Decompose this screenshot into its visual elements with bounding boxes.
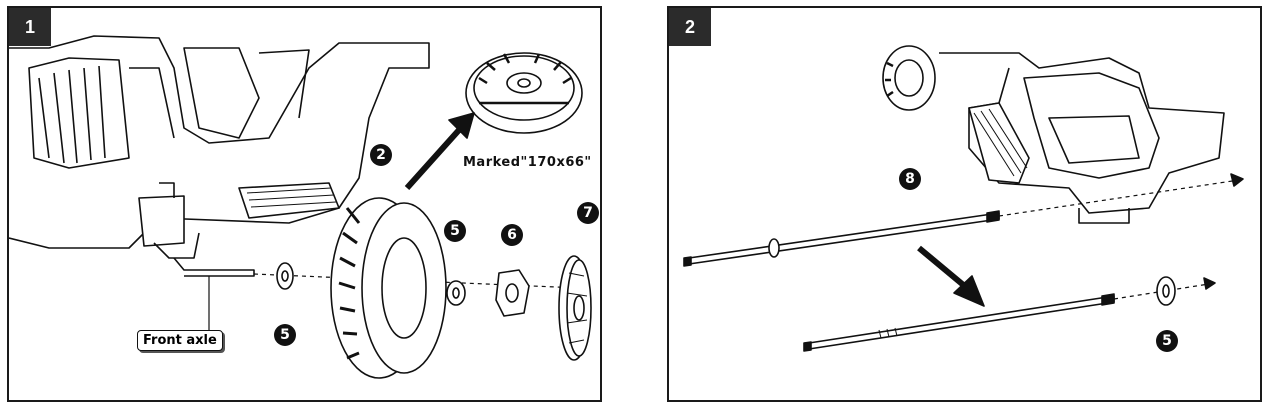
callout-7: 7 [577, 202, 599, 224]
front-axle [173, 257, 255, 277]
wheel-tire [330, 197, 447, 379]
step-number-badge: 1 [9, 8, 51, 46]
rear-axle-top [683, 210, 1000, 267]
step-number-badge: 2 [669, 8, 711, 46]
step-2-illustration [683, 45, 1244, 352]
washer-left [276, 262, 294, 290]
zoom-arrow [404, 127, 462, 191]
step-1-panel: 1 [7, 6, 602, 402]
hub-cap [558, 255, 592, 361]
step-1-illustration [9, 35, 592, 379]
callout-5-right: 5 [444, 220, 466, 242]
callout-8: 8 [899, 168, 921, 190]
front-axle-label: Front axle [137, 330, 223, 351]
washer [1156, 276, 1176, 306]
step-2-panel: 2 [667, 6, 1262, 402]
axle-bracket [138, 195, 185, 247]
tractor-body [9, 35, 430, 249]
callout-5-left: 5 [274, 324, 296, 346]
callout-5: 5 [1156, 330, 1178, 352]
washer-right [446, 280, 466, 306]
assembly-line-top [998, 179, 1240, 217]
callout-6: 6 [501, 224, 523, 246]
nut [495, 269, 530, 317]
callout-2: 2 [370, 144, 392, 166]
tire-size-note: Marked"170x66" [463, 155, 592, 170]
move-arrow [917, 245, 969, 291]
inset-wheel [465, 52, 583, 134]
tractor-rear [882, 45, 1225, 224]
rear-axle-bottom [803, 293, 1115, 352]
